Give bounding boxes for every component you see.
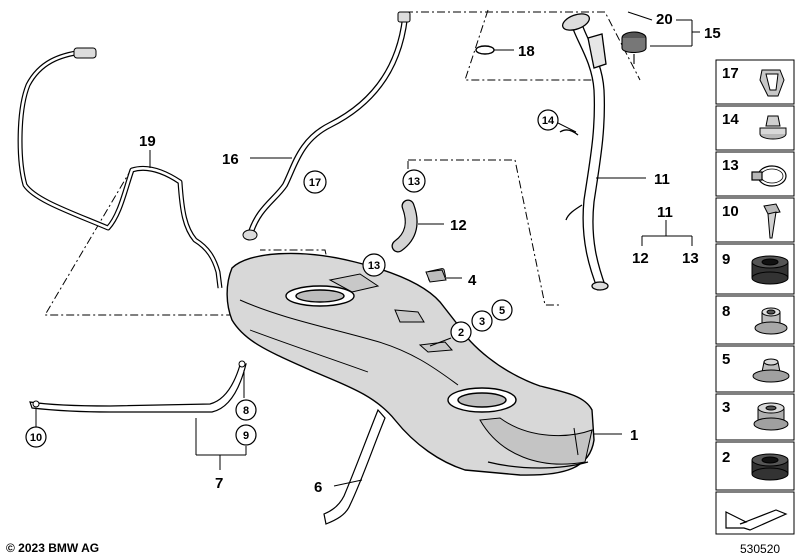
label-7: 7 <box>215 475 223 492</box>
panel-item-14[interactable]: 14 <box>715 105 795 151</box>
panel-item-3[interactable]: 3 <box>715 393 795 441</box>
circle-14: 14 <box>537 109 577 133</box>
svg-text:9: 9 <box>722 251 730 268</box>
vent-hose-connector <box>73 47 97 59</box>
label-6: 6 <box>314 479 322 496</box>
svg-text:13: 13 <box>368 260 380 272</box>
svg-text:8: 8 <box>722 303 730 320</box>
svg-text:13: 13 <box>722 157 739 174</box>
label-16: 16 <box>222 151 239 168</box>
tank-strap-right <box>323 408 386 525</box>
circle-8: 8 <box>235 399 257 421</box>
svg-text:10: 10 <box>30 432 42 444</box>
filler-pipe <box>559 13 609 291</box>
label-11: 11 <box>654 171 670 188</box>
label-13-group: 13 <box>682 250 699 267</box>
svg-text:17: 17 <box>722 65 739 82</box>
nut-icon <box>759 115 787 140</box>
circle-17: 17 <box>303 170 327 194</box>
copyright: © 2023 BMW AG <box>6 541 100 555</box>
svg-text:2: 2 <box>458 327 464 339</box>
panel-item-8[interactable]: 8 <box>715 295 795 345</box>
panel-item-2[interactable]: 2 <box>715 441 795 491</box>
vent-hose-outline <box>17 49 223 289</box>
group-bracket-15 <box>650 19 700 47</box>
spacer-sleeve-icon <box>753 402 789 431</box>
svg-text:13: 13 <box>408 176 420 188</box>
vent-valve <box>621 31 647 64</box>
vent-hose <box>18 50 222 289</box>
strap-hole-left <box>32 400 40 408</box>
panel-item-10[interactable]: 10 <box>715 197 795 243</box>
circle-3: 3 <box>471 310 493 332</box>
svg-text:3: 3 <box>722 399 730 416</box>
circle-2: 2 <box>429 321 472 347</box>
svg-text:14: 14 <box>542 115 555 127</box>
panel-item-nav[interactable] <box>715 491 795 535</box>
label-12: 12 <box>450 217 467 234</box>
leader-20 <box>627 11 653 21</box>
tank-strap-left <box>29 363 247 413</box>
circle-13-lower: 13 <box>362 253 386 277</box>
bushing-icon <box>754 307 788 335</box>
label-12-group: 12 <box>632 250 649 267</box>
panel-item-5[interactable]: 5 <box>715 345 795 393</box>
panel-item-13[interactable]: 13 <box>715 151 795 197</box>
o-ring <box>475 45 495 55</box>
rubber-washer-icon <box>752 358 790 383</box>
svg-text:5: 5 <box>722 351 730 368</box>
hose-12 <box>392 200 417 252</box>
bolt-icon <box>763 203 781 239</box>
circle-9: 9 <box>235 424 257 446</box>
breather-connector <box>397 11 411 23</box>
leader-6 <box>333 479 363 487</box>
breather-line <box>248 16 407 237</box>
group-bracket-11 <box>641 220 693 246</box>
fuel-tank <box>226 252 595 476</box>
grommet-icon <box>751 453 789 481</box>
clip-icon <box>759 69 785 97</box>
grommet-icon <box>751 255 789 285</box>
svg-text:10: 10 <box>722 203 739 220</box>
strap-hole-right <box>238 360 246 368</box>
svg-text:5: 5 <box>499 305 505 317</box>
label-1: 1 <box>630 427 638 444</box>
circle-5: 5 <box>491 299 513 321</box>
parts-panel: 17 14 13 10 <box>715 59 795 535</box>
label-18: 18 <box>518 43 535 60</box>
label-11-group: 11 <box>657 204 673 221</box>
circle-10: 10 <box>25 408 47 448</box>
diagram-number: 530520 <box>740 542 781 556</box>
circle-13-upper: 13 <box>402 169 426 193</box>
breather-end <box>242 229 258 241</box>
svg-text:17: 17 <box>309 177 321 189</box>
label-20: 20 <box>656 11 673 28</box>
hose-clamp-icon <box>751 165 787 187</box>
arrow-icon <box>725 509 788 531</box>
pad-4 <box>425 269 447 283</box>
svg-text:14: 14 <box>722 111 739 128</box>
svg-text:8: 8 <box>243 405 249 417</box>
svg-text:2: 2 <box>722 449 730 466</box>
svg-text:3: 3 <box>479 316 485 328</box>
label-19: 19 <box>139 133 156 150</box>
label-15: 15 <box>704 25 721 42</box>
group-bracket-7 <box>195 370 247 470</box>
panel-item-17[interactable]: 17 <box>715 59 795 105</box>
panel-item-9[interactable]: 9 <box>715 243 795 295</box>
svg-text:9: 9 <box>243 430 249 442</box>
label-4: 4 <box>468 272 477 289</box>
